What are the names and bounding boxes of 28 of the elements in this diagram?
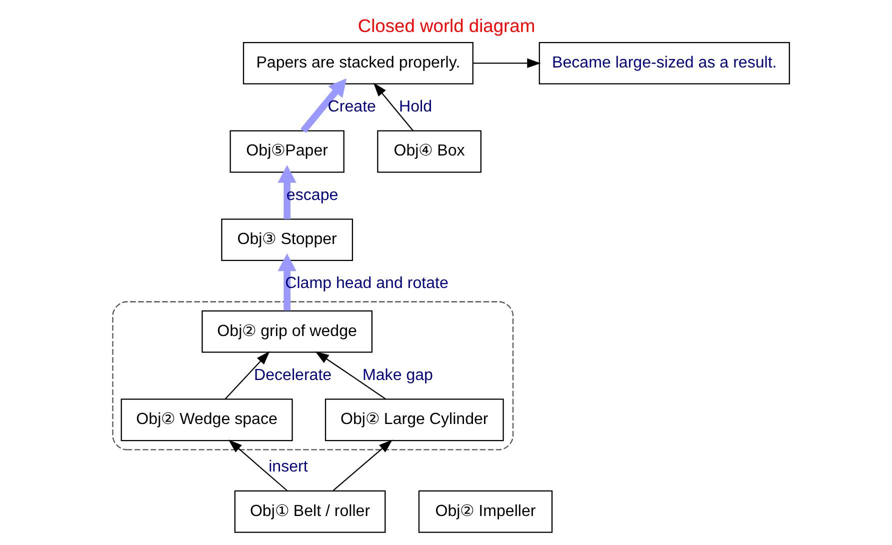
- node-box: Obj② Large Cylinder: [324, 398, 504, 442]
- node-box: Papers are stacked properly.: [242, 42, 473, 84]
- edge-label: Make gap: [362, 366, 432, 384]
- node-box: Obj④ Box: [376, 130, 481, 173]
- diagram-title: Closed world diagram: [357, 15, 535, 36]
- node-box: Obj③ Stopper: [220, 218, 353, 262]
- edge-label: escape: [286, 186, 338, 204]
- edge-label: Hold: [398, 98, 432, 116]
- node-box: Obj② Impeller: [418, 490, 552, 533]
- edge-label: insert: [268, 458, 308, 476]
- node-box: Obj② grip of wedge: [201, 310, 372, 353]
- arrow: [277, 165, 296, 220]
- edge-label: Create: [327, 98, 376, 116]
- arrow: [300, 78, 346, 134]
- arrow: [277, 253, 296, 311]
- arrow: [372, 82, 414, 132]
- arrow: [472, 58, 540, 68]
- node-box: Obj② Wedge space: [120, 398, 292, 442]
- cluster: [112, 301, 514, 450]
- arrow: [224, 351, 270, 400]
- arrow: [332, 440, 392, 492]
- node-box: Obj⑤Paper: [229, 130, 344, 173]
- node-box: Obj① Belt / roller: [234, 490, 386, 533]
- arrow: [314, 351, 386, 400]
- arrow: [228, 440, 287, 492]
- edge-label: Clamp head and rotate: [284, 274, 448, 292]
- edge-label: Decelerate: [254, 366, 332, 384]
- node-box: Became large-sized as a result.: [538, 42, 790, 84]
